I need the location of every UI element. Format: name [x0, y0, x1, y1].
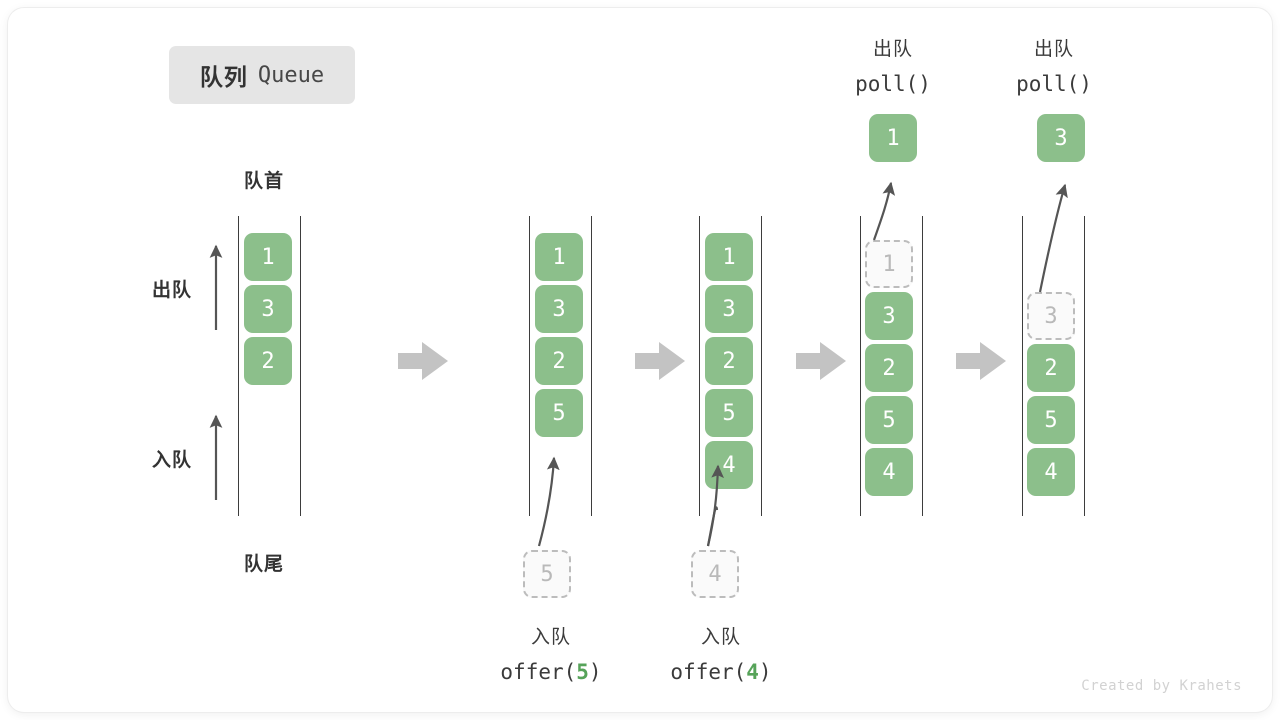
- poll-1-label-code: poll(): [855, 72, 931, 96]
- queue-element: 5: [705, 389, 753, 437]
- rail-left-col5: [1022, 216, 1023, 516]
- poll-2-arrow: [1038, 183, 1068, 293]
- title-chinese: 队列: [199, 64, 248, 90]
- incoming-element-ghost: 5: [523, 550, 571, 598]
- queue-element: 1: [705, 233, 753, 281]
- queue-element: 4: [1027, 448, 1075, 496]
- offer-5-label: 入队 offer(5): [451, 620, 651, 690]
- queue-element: 4: [865, 448, 913, 496]
- enqueue-direction-label: 入队: [152, 450, 193, 471]
- poll-1-label: 出队 poll(): [813, 32, 973, 102]
- offer-5-label-cn: 入队: [530, 627, 571, 648]
- rail-right-col2: [591, 216, 592, 516]
- transition-arrow: [796, 342, 846, 380]
- transition-arrow: [635, 342, 685, 380]
- offer-4-fn: offer(: [670, 660, 747, 684]
- queue-element: 3: [244, 285, 292, 333]
- poll-2-label-code: poll(): [1016, 72, 1092, 96]
- watermark-credit: Created by Krahets: [1081, 678, 1242, 694]
- dequeue-direction-label: 出队: [152, 280, 193, 301]
- rail-left-col3: [699, 216, 700, 516]
- transition-arrow: [956, 342, 1006, 380]
- queue-element: 2: [865, 344, 913, 392]
- offer-4-label: 入队 offer(4): [621, 620, 821, 690]
- rail-right-col1: [300, 216, 301, 516]
- enqueue-5-arrow: [537, 456, 560, 547]
- diagram-canvas: 队列 Queue 队首 队尾 出队 入队 1 3 2 1 3 2 5 5 入队 …: [8, 8, 1272, 712]
- poll-2-label: 出队 poll(): [974, 32, 1134, 102]
- arrows-overlay: [209, 181, 1068, 547]
- queue-element: 1: [244, 233, 292, 281]
- offer-5-label-code: offer(5): [451, 655, 651, 690]
- rail-left-col1: [238, 216, 239, 516]
- offer-4-arg: 4: [746, 660, 759, 684]
- queue-element: 5: [535, 389, 583, 437]
- queue-element: 4: [705, 441, 753, 489]
- queue-element: 5: [865, 396, 913, 444]
- rail-right-col4: [922, 216, 923, 516]
- poll-1-label-cn: 出队: [872, 39, 913, 60]
- dequeued-element: 1: [869, 114, 917, 162]
- offer-4-label-cn: 入队: [700, 627, 741, 648]
- dequeued-element: 3: [1037, 114, 1085, 162]
- queue-element: 2: [705, 337, 753, 385]
- rail-right-col5: [1084, 216, 1085, 516]
- queue-element: 3: [705, 285, 753, 333]
- incoming-element-ghost: 4: [691, 550, 739, 598]
- queue-element: 3: [535, 285, 583, 333]
- rail-left-col4: [860, 216, 861, 516]
- poll-1-arrow: [872, 181, 896, 241]
- queue-head-label: 队首: [244, 171, 285, 192]
- diagram-title-badge: 队列 Queue: [169, 46, 355, 104]
- queue-element: 2: [535, 337, 583, 385]
- rail-left-col2: [529, 216, 530, 516]
- queue-element: 5: [1027, 396, 1075, 444]
- dequeued-slot-ghost: 1: [865, 240, 913, 288]
- offer-5-fn: offer(: [500, 660, 577, 684]
- title-english: Queue: [257, 62, 325, 88]
- queue-element: 3: [865, 292, 913, 340]
- queue-tail-label: 队尾: [244, 554, 285, 575]
- queue-element: 1: [535, 233, 583, 281]
- offer-4-label-code: offer(4): [621, 655, 821, 690]
- dequeued-slot-ghost: 3: [1027, 292, 1075, 340]
- queue-element: 2: [1027, 344, 1075, 392]
- offer-4-close: ): [758, 660, 772, 684]
- rail-right-col3: [761, 216, 762, 516]
- transition-arrow: [398, 342, 448, 380]
- queue-element: 2: [244, 337, 292, 385]
- poll-2-label-cn: 出队: [1033, 39, 1074, 60]
- offer-5-arg: 5: [576, 660, 589, 684]
- offer-5-close: ): [588, 660, 602, 684]
